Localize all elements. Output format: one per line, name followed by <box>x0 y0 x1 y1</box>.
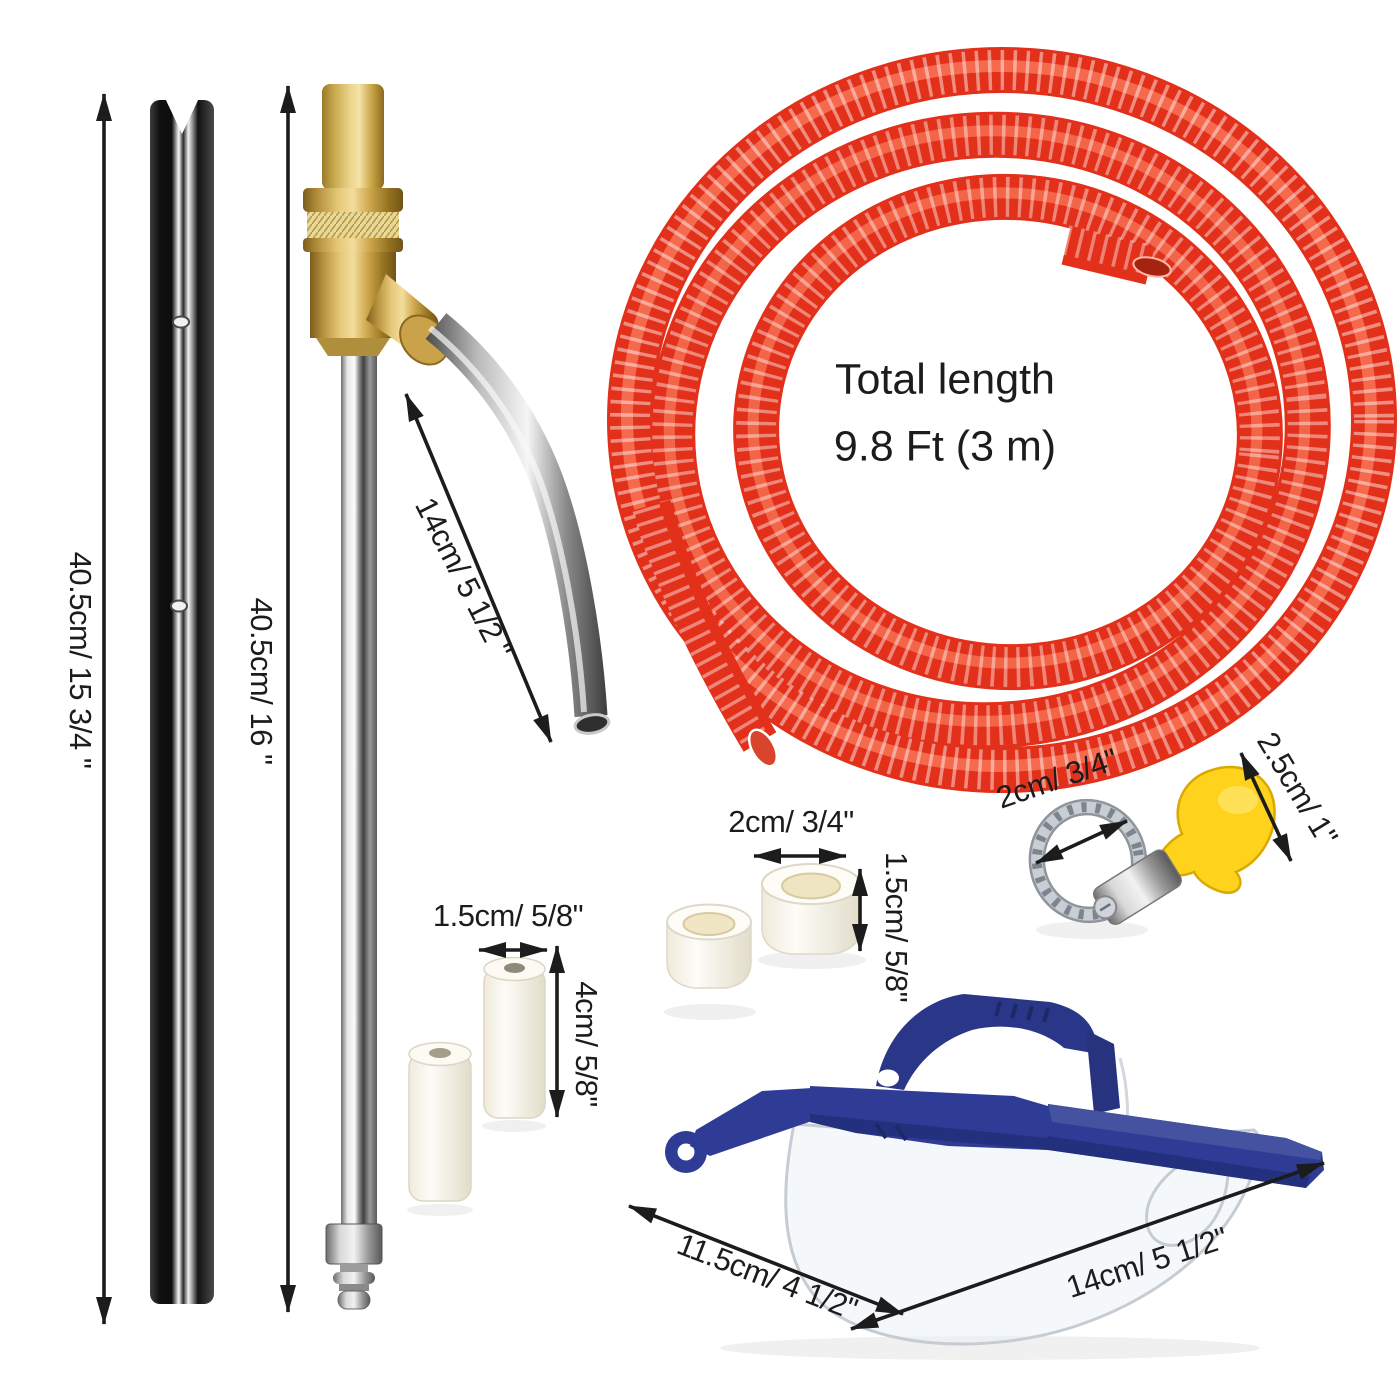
wand-length-label: 40.5cm/ 16 " <box>244 597 279 765</box>
ring-height-label: 1.5cm/ 5/8" <box>879 851 914 1003</box>
dimension-arrows <box>96 85 1325 1331</box>
probe-hole-upper <box>172 315 190 329</box>
glasses-frame-corner <box>1086 1030 1120 1114</box>
clamp-screw-housing <box>1092 849 1182 925</box>
ceramic-nozzle-tip-left <box>408 1041 472 1202</box>
soft-shadows <box>407 921 1260 1360</box>
quick-connect-plug <box>325 1223 383 1310</box>
bushing-ring-right <box>761 863 861 955</box>
key-highlight <box>1218 786 1258 814</box>
red-suction-hose-coil <box>607 47 1397 793</box>
probe-hole-lower <box>170 599 188 613</box>
ceramic-nozzle-diameter-label: 1.5cm/ 5/8" <box>432 898 584 933</box>
ceramic-nozzle-tip-right <box>483 956 546 1119</box>
ring-diameter-label: 2cm/ 3/4" <box>728 804 854 839</box>
hose-total-length-label: Total length <box>835 355 1055 404</box>
wand-shaft <box>341 352 377 1224</box>
bushing-ring-left <box>666 903 752 989</box>
sandblast-probe-tube <box>150 96 214 1304</box>
hose-end-hanging <box>632 499 779 768</box>
clamp-diameter-arrow <box>1035 819 1128 865</box>
hose-end-upper <box>1061 225 1172 285</box>
probe-v-notch <box>164 96 200 134</box>
glasses-left-temple-arm <box>665 1086 1048 1173</box>
left-earpiece-hole <box>677 1143 695 1161</box>
key-length-arrow <box>1239 752 1293 862</box>
right-earpiece-hole <box>877 1069 899 1087</box>
brass-nozzle-holder <box>303 84 449 366</box>
glasses-width-arrow <box>850 1161 1325 1331</box>
glasses-right-temple-arm <box>876 994 1098 1090</box>
hose-total-length-value: 9.8 Ft (3 m) <box>833 422 1057 471</box>
inlet-tube-arrow <box>404 393 553 743</box>
probe-length-label: 40.5cm/ 15 3/4 " <box>63 551 98 769</box>
ceramic-nozzle-length-label: 4cm/ 5/8" <box>569 981 604 1107</box>
pressure-washer-wand <box>303 84 611 1310</box>
